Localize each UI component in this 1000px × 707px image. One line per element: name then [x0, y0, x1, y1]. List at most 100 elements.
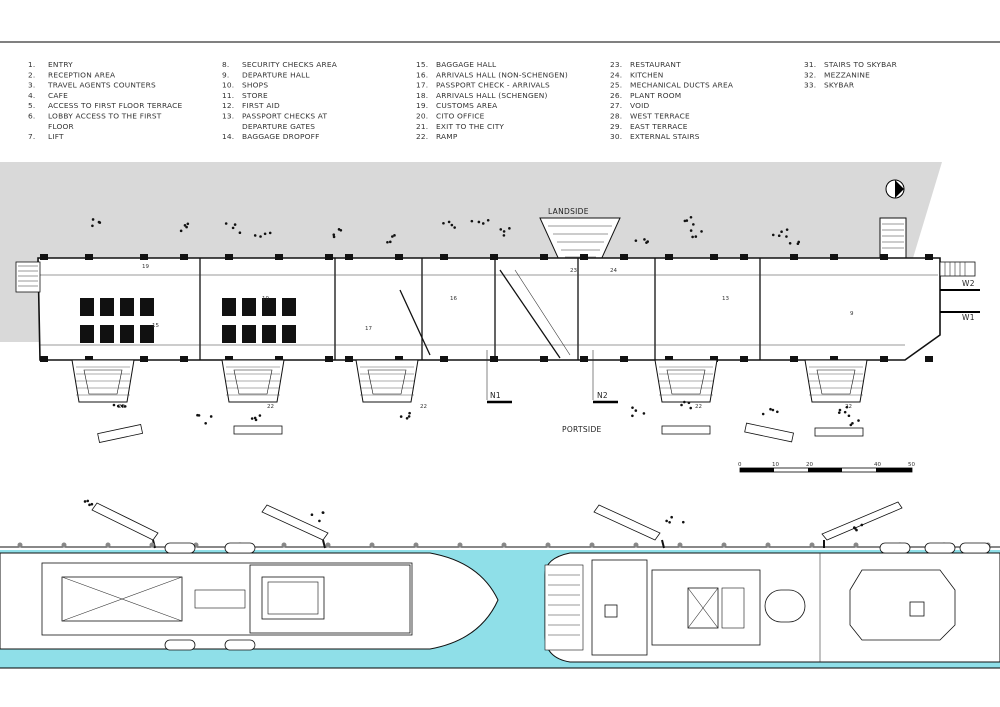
- legend-number: 28.: [610, 112, 622, 121]
- section-mark-w1: W1: [962, 313, 975, 322]
- legend-number: 24.: [610, 70, 622, 79]
- column: [620, 254, 628, 260]
- tree-dot: [785, 235, 788, 238]
- section-mark-n1: N1: [490, 391, 501, 400]
- legend-number: 12.: [222, 101, 234, 110]
- column: [140, 356, 148, 362]
- tree-dot: [481, 222, 485, 225]
- legend-label: LOBBY ACCESS TO THE FIRST: [48, 112, 162, 121]
- column: [180, 254, 188, 260]
- column: [880, 254, 888, 260]
- counter-block: [100, 325, 114, 343]
- legend-number: 8.: [222, 60, 229, 69]
- tree-dot: [681, 520, 685, 524]
- room-number: 22: [845, 404, 852, 410]
- tree-dot: [116, 404, 120, 408]
- bollard: [721, 542, 727, 548]
- tree-dot: [668, 520, 671, 524]
- bollard: [677, 542, 683, 548]
- tree-dot: [391, 235, 394, 238]
- legend-label: EAST TERRACE: [630, 122, 688, 131]
- room-number: 10: [262, 296, 269, 302]
- room-number: 16: [450, 296, 457, 302]
- scale-tick: 20: [806, 462, 813, 468]
- tree-dot: [238, 231, 242, 234]
- scale-tick: 10: [772, 462, 779, 468]
- tree-dot: [670, 515, 673, 519]
- legend-label: VOID: [630, 101, 650, 110]
- ramp: [355, 359, 419, 403]
- bollard: [17, 542, 23, 548]
- legend-label: DEPARTURE HALL: [242, 70, 310, 79]
- room-number: 24: [610, 268, 617, 274]
- column: [880, 356, 888, 362]
- tree-dot: [771, 408, 775, 412]
- legend-label: SKYBAR: [824, 81, 854, 90]
- tree-dot: [209, 415, 213, 418]
- column: [710, 356, 718, 362]
- tree-dot: [785, 228, 789, 231]
- column: [665, 356, 673, 362]
- cruise-ship-east: [544, 542, 1000, 663]
- legend-label: KITCHEN: [630, 70, 663, 79]
- room-number: 15: [152, 323, 159, 329]
- legend-label: MEZZANINE: [824, 70, 870, 79]
- tree-dot: [851, 421, 854, 425]
- bollard: [545, 542, 551, 548]
- columns: [40, 254, 933, 362]
- entry-stair-west: [15, 261, 41, 293]
- tree-dot: [685, 219, 689, 222]
- scale-tick: 0: [738, 462, 742, 468]
- legend-label: RAMP: [436, 132, 458, 141]
- column: [225, 356, 233, 362]
- column: [275, 356, 283, 362]
- legend-number: 2.: [28, 70, 35, 79]
- cruise-ship-west: [0, 542, 499, 651]
- bollard: [105, 542, 111, 548]
- column: [325, 356, 333, 362]
- column: [345, 356, 353, 362]
- entry-stair-east: [939, 261, 976, 277]
- counter-block: [120, 325, 134, 343]
- column: [740, 254, 748, 260]
- tree-dot: [687, 401, 691, 405]
- room-number: 13: [722, 296, 729, 302]
- tree-dot: [123, 405, 127, 408]
- legend-label: BAGGAGE DROPOFF: [242, 132, 320, 141]
- bollard: [633, 542, 639, 548]
- tree-dot: [321, 511, 325, 514]
- tree-dot: [442, 221, 445, 225]
- tree-dot: [843, 410, 847, 414]
- tree-dot: [120, 404, 124, 408]
- tree-dot: [186, 222, 190, 226]
- column: [440, 356, 448, 362]
- tree-dot: [224, 222, 228, 225]
- tree-dot: [470, 219, 474, 223]
- column: [345, 254, 353, 260]
- tree-dot: [634, 239, 638, 242]
- legend-number: 6.: [28, 112, 35, 121]
- tree-dot: [689, 215, 693, 219]
- bollard: [457, 542, 463, 548]
- tree-dot: [776, 410, 779, 414]
- column: [830, 356, 838, 362]
- tree-dot: [204, 422, 207, 425]
- tree-dot: [233, 223, 237, 226]
- tree-dot: [631, 414, 634, 418]
- counter-block: [282, 325, 296, 343]
- legend-number: 16.: [416, 70, 428, 79]
- tree-dot: [263, 232, 267, 236]
- legend-label: EXIT TO THE CITY: [436, 122, 504, 131]
- tree-dot: [502, 234, 506, 237]
- legend-number: 26.: [610, 91, 622, 100]
- room-number: 17: [365, 326, 372, 332]
- tree-dot: [855, 528, 858, 532]
- column: [85, 356, 93, 362]
- room-number: 9: [850, 311, 854, 317]
- tree-dot: [386, 240, 389, 244]
- tree-dot: [83, 500, 87, 503]
- column: [665, 254, 673, 260]
- tree-dot: [399, 415, 403, 418]
- tree-dot: [796, 242, 800, 245]
- legend-number: 3.: [28, 81, 35, 90]
